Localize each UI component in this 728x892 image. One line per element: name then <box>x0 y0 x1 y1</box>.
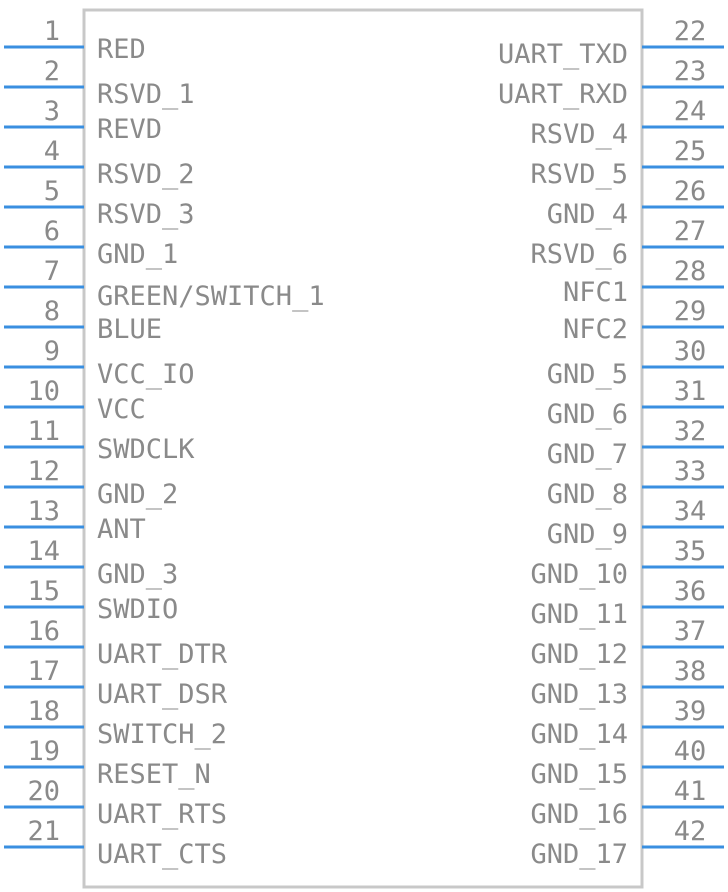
pin-number-30: 30 <box>674 336 707 367</box>
pin-number-27: 27 <box>674 216 707 247</box>
pin-number-29: 29 <box>674 296 707 327</box>
pin-number-38: 38 <box>674 656 707 687</box>
pin-number-16: 16 <box>27 616 60 647</box>
pin-label-26: GND_4 <box>547 199 628 230</box>
pin-number-4: 4 <box>44 136 60 167</box>
pin-label-39: GND_14 <box>530 719 628 750</box>
pin-number-20: 20 <box>27 776 60 807</box>
pin-number-15: 15 <box>27 576 60 607</box>
pin-label-21: UART_CTS <box>97 839 227 870</box>
pin-number-22: 22 <box>674 16 707 47</box>
pin-number-5: 5 <box>44 176 60 207</box>
pin-label-17: UART_DSR <box>97 679 228 710</box>
pin-label-34: GND_9 <box>547 519 628 550</box>
pin-number-35: 35 <box>674 536 707 567</box>
pin-label-22: UART_TXD <box>498 39 628 70</box>
pin-number-33: 33 <box>674 456 707 487</box>
pin-number-31: 31 <box>674 376 707 407</box>
pin-number-8: 8 <box>44 296 60 327</box>
pin-label-37: GND_12 <box>530 639 628 670</box>
pin-label-42: GND_17 <box>530 839 628 870</box>
pin-label-41: GND_16 <box>530 799 628 830</box>
pin-label-24: RSVD_4 <box>530 119 628 150</box>
pin-label-23: UART_RXD <box>498 79 628 110</box>
pin-number-24: 24 <box>674 96 707 127</box>
pin-label-19: RESET_N <box>97 759 211 790</box>
pin-label-9: VCC_IO <box>97 359 195 390</box>
pin-number-10: 10 <box>27 376 60 407</box>
pin-label-30: GND_5 <box>547 359 628 390</box>
pin-label-13: ANT <box>97 514 146 545</box>
pin-label-14: GND_3 <box>97 559 178 590</box>
pin-label-18: SWITCH_2 <box>97 719 227 750</box>
pin-label-5: RSVD_3 <box>97 199 195 230</box>
pin-label-33: GND_8 <box>547 479 628 510</box>
pin-label-35: GND_10 <box>530 559 628 590</box>
pin-number-23: 23 <box>674 56 707 87</box>
pin-label-10: VCC <box>97 394 146 425</box>
pin-number-12: 12 <box>27 456 60 487</box>
pin-label-11: SWDCLK <box>97 434 195 465</box>
pin-number-39: 39 <box>674 696 707 727</box>
pin-number-28: 28 <box>674 256 707 287</box>
pin-number-6: 6 <box>44 216 60 247</box>
pin-label-36: GND_11 <box>530 599 628 630</box>
pin-number-32: 32 <box>674 416 707 447</box>
pin-label-15: SWDIO <box>97 594 178 625</box>
pin-label-32: GND_7 <box>547 439 628 470</box>
pin-number-26: 26 <box>674 176 707 207</box>
pin-number-13: 13 <box>27 496 60 527</box>
pin-number-40: 40 <box>674 736 707 767</box>
pin-number-17: 17 <box>27 656 60 687</box>
pin-label-12: GND_2 <box>97 479 178 510</box>
pin-number-25: 25 <box>674 136 707 167</box>
pin-number-14: 14 <box>27 536 60 567</box>
pin-label-2: RSVD_1 <box>97 79 195 110</box>
pin-label-3: REVD <box>97 114 162 145</box>
pin-number-36: 36 <box>674 576 707 607</box>
pin-number-21: 21 <box>27 816 60 847</box>
pin-label-1: RED <box>97 34 146 65</box>
pin-label-38: GND_13 <box>530 679 628 710</box>
pin-label-27: RSVD_6 <box>530 239 628 270</box>
pin-number-41: 41 <box>674 776 707 807</box>
pin-number-18: 18 <box>27 696 60 727</box>
pin-label-25: RSVD_5 <box>530 159 628 190</box>
pin-label-4: RSVD_2 <box>97 159 195 190</box>
pin-label-31: GND_6 <box>547 399 628 430</box>
pin-label-16: UART_DTR <box>97 639 228 670</box>
pin-number-19: 19 <box>27 736 60 767</box>
pin-label-6: GND_1 <box>97 239 178 270</box>
pin-label-40: GND_15 <box>530 759 628 790</box>
pin-number-11: 11 <box>27 416 60 447</box>
pin-number-7: 7 <box>44 256 60 287</box>
pin-number-3: 3 <box>44 96 60 127</box>
pin-label-7: GREEN/SWITCH_1 <box>97 281 325 312</box>
pin-number-42: 42 <box>674 816 707 847</box>
pin-label-20: UART_RTS <box>97 799 227 830</box>
pin-number-34: 34 <box>674 496 707 527</box>
pin-label-29: NFC2 <box>563 314 628 345</box>
pin-number-2: 2 <box>44 56 60 87</box>
pin-number-37: 37 <box>674 616 707 647</box>
pin-label-8: BLUE <box>97 314 162 345</box>
pin-number-1: 1 <box>44 16 60 47</box>
pin-label-28: NFC1 <box>563 277 628 308</box>
pin-number-9: 9 <box>44 336 60 367</box>
